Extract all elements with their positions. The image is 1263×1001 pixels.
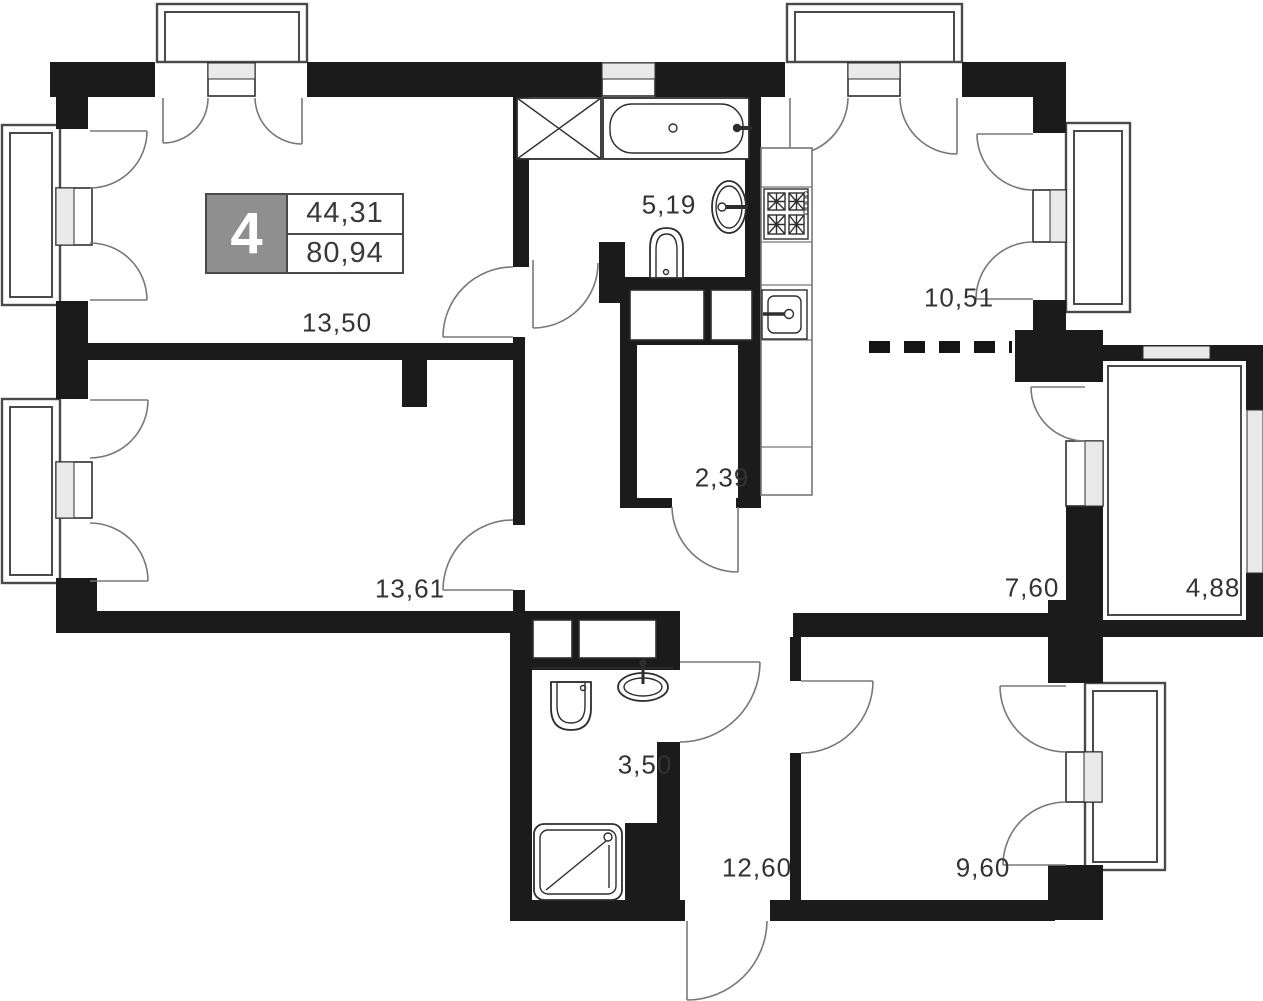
fixtures xyxy=(516,97,813,901)
door-arc xyxy=(89,399,149,459)
door-arc xyxy=(1030,386,1086,442)
apartment-info-box: 4 44,31 80,94 xyxy=(205,193,404,274)
window xyxy=(847,62,901,97)
door-arc xyxy=(442,266,514,338)
window xyxy=(207,62,256,97)
apartment-areas: 44,31 80,94 xyxy=(288,195,402,272)
window xyxy=(1142,345,1211,360)
duct-box xyxy=(710,289,753,341)
area-label-kitchen-living: 10,51 xyxy=(923,282,995,313)
door-arc xyxy=(679,661,761,743)
door-arc xyxy=(254,97,303,145)
window xyxy=(601,62,656,97)
counter-sink-icon xyxy=(532,659,673,702)
balcony-right-kitchen-inner xyxy=(1073,130,1123,305)
balcony-top-center-inner xyxy=(794,11,955,63)
area-label-loggia-right: 4,88 xyxy=(1185,572,1241,603)
pedestal-sink-icon xyxy=(711,180,748,234)
shower-tray-icon xyxy=(533,823,623,901)
area-label-bathroom-main: 5,19 xyxy=(641,189,697,220)
window xyxy=(55,461,93,519)
window xyxy=(1065,751,1103,803)
apartment-living-area: 44,31 xyxy=(288,195,402,235)
bathtub-icon xyxy=(602,97,752,160)
balcony-left-upper-inner xyxy=(9,132,53,298)
duct-box xyxy=(532,619,573,659)
window xyxy=(1246,409,1263,574)
area-label-room-top-left: 13,50 xyxy=(301,307,373,338)
doors xyxy=(89,97,1086,1001)
walls xyxy=(50,62,1263,921)
stove-icon xyxy=(763,188,809,240)
door-arc xyxy=(975,241,1034,300)
balcony-left-lower-inner xyxy=(9,406,53,576)
door-arc xyxy=(442,519,514,591)
door-arc xyxy=(999,685,1067,753)
window xyxy=(1032,189,1067,243)
door-arc xyxy=(532,260,599,329)
window xyxy=(1065,440,1104,507)
door-arc xyxy=(89,522,149,582)
area-label-closet: 2,39 xyxy=(694,462,750,493)
area-label-bathroom-small: 3,50 xyxy=(617,749,673,780)
duct-box xyxy=(578,619,657,659)
door-arc xyxy=(162,97,209,144)
area-label-room-bottom-right: 9,60 xyxy=(955,852,1011,883)
door-arc xyxy=(976,133,1034,191)
door-arc xyxy=(671,506,739,573)
area-label-hall: 7,60 xyxy=(1004,572,1060,603)
kitchen-sink-icon xyxy=(761,289,808,340)
balcony-top-left-inner xyxy=(164,11,300,63)
windows xyxy=(55,62,1263,803)
vent-shaft-x-icon xyxy=(516,97,602,160)
area-label-entrance-hall: 12,60 xyxy=(721,852,793,883)
door-arc xyxy=(89,130,148,189)
door-arc xyxy=(89,242,148,301)
toilet-icon xyxy=(649,227,684,279)
loggia-right-glazing-line xyxy=(1107,365,1242,616)
door-arc xyxy=(899,97,958,155)
door-arc xyxy=(789,97,849,156)
balcony-right-kitchen xyxy=(1064,121,1132,314)
window xyxy=(55,187,93,246)
wall-toilet-icon xyxy=(550,681,592,731)
duct-box xyxy=(629,289,705,341)
apartment-total-area: 80,94 xyxy=(306,236,384,269)
entrance-door-arc xyxy=(686,920,768,1001)
apartment-rooms-count: 4 xyxy=(207,195,288,272)
door-arc xyxy=(800,680,874,754)
area-label-room-bottom-left: 13,61 xyxy=(374,573,446,604)
door-arc xyxy=(1002,801,1067,866)
